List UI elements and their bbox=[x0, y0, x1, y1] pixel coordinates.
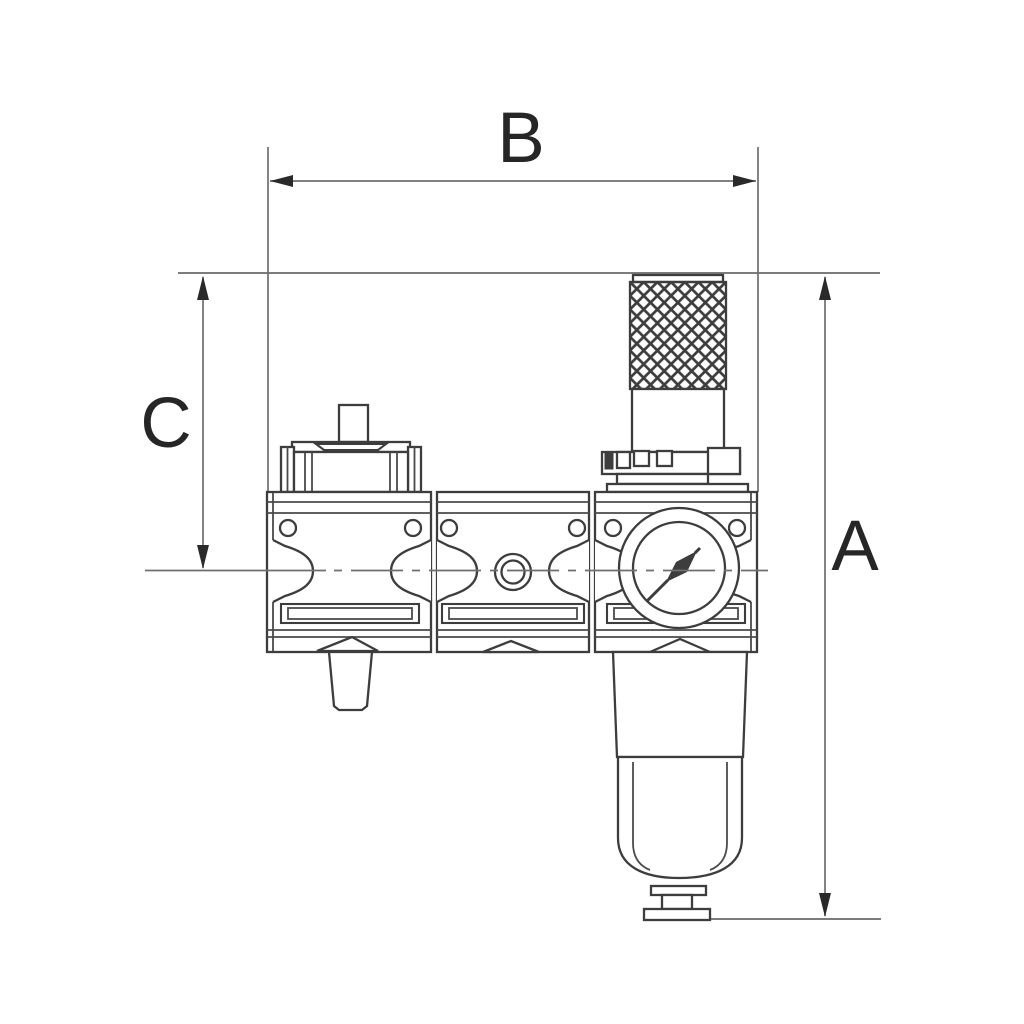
bowl-inner-wall-left bbox=[632, 762, 651, 871]
module-2-slot bbox=[440, 602, 586, 625]
regulator-neck-flange bbox=[615, 472, 710, 486]
module-2-chevron bbox=[482, 639, 540, 654]
bowl-drain-knob bbox=[642, 907, 712, 922]
dim-c-arrow-top bbox=[197, 276, 209, 300]
knob-lower-sleeve bbox=[630, 387, 726, 454]
dimension-c: C bbox=[140, 276, 209, 569]
bowl-drain-stem bbox=[660, 893, 694, 911]
dim-b-arrow-right bbox=[733, 175, 756, 187]
drain-spout bbox=[327, 650, 374, 712]
module-1-slot bbox=[279, 602, 421, 625]
regulator-base-flange bbox=[605, 482, 750, 494]
filter-bowl bbox=[611, 650, 749, 922]
pressure-gauge bbox=[617, 506, 741, 630]
bowl-drain-flange bbox=[649, 884, 708, 897]
collar-notch-4 bbox=[655, 449, 674, 468]
bowl-guard-collar bbox=[611, 650, 749, 759]
module-1-hole-right bbox=[403, 518, 423, 538]
dim-c-arrow-bottom bbox=[197, 545, 209, 569]
dimension-b: B bbox=[270, 99, 756, 187]
collar-step-block bbox=[706, 446, 742, 476]
module-2-port-inner bbox=[500, 559, 526, 585]
valve-cap-recess bbox=[312, 442, 390, 452]
module-distributor-body bbox=[435, 490, 591, 654]
shutoff-valve bbox=[279, 403, 423, 494]
gauge-needle-tip bbox=[693, 546, 702, 555]
dim-a-arrow-top bbox=[819, 276, 831, 300]
collar-notch-2 bbox=[615, 450, 632, 470]
collar-notch-1 bbox=[604, 452, 614, 470]
module-3-hole-right bbox=[727, 518, 747, 538]
dim-b-arrow-left bbox=[270, 175, 293, 187]
module-valve-body bbox=[265, 490, 433, 712]
valve-stem bbox=[337, 403, 370, 444]
module-1-hole-left bbox=[278, 518, 298, 538]
dim-c-label: C bbox=[140, 384, 191, 463]
module-2-hole-right bbox=[567, 518, 587, 538]
dimension-a: A bbox=[819, 276, 879, 917]
bowl-inner-wall-right bbox=[709, 762, 728, 871]
gauge-needle-tail bbox=[645, 578, 670, 603]
knob-knurled-grip bbox=[628, 280, 728, 391]
collar-notch-3 bbox=[632, 449, 651, 468]
module-2-hole-left bbox=[439, 518, 459, 538]
dim-b-label: B bbox=[497, 99, 544, 178]
bowl-cup bbox=[616, 755, 744, 880]
dim-a-label: A bbox=[831, 507, 879, 586]
dim-a-arrow-bottom bbox=[819, 893, 831, 917]
regulator-adjustment-knob bbox=[600, 273, 750, 494]
module-3-hole-left bbox=[603, 518, 623, 538]
